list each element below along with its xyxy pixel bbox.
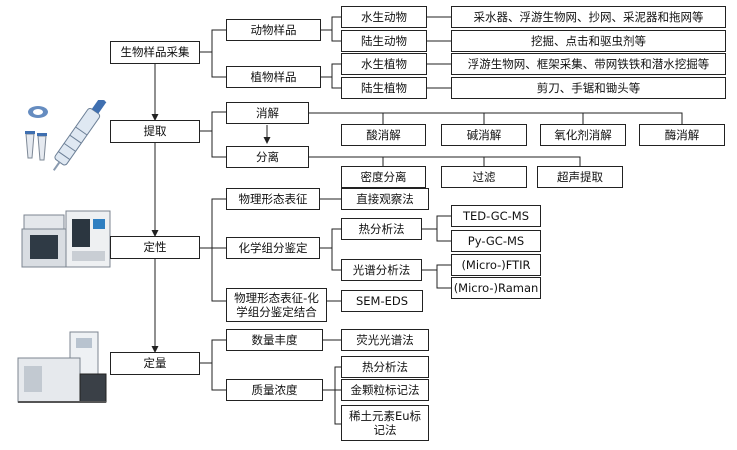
combined-characterization-box: 物理形态表征-化学组分鉴定结合: [226, 288, 327, 322]
extraction-box: 提取: [110, 120, 200, 143]
alkali-digestion-box: 碱消解: [441, 124, 527, 146]
qualitative-label: 定性: [143, 240, 167, 255]
density-separation-box: 密度分离: [341, 166, 426, 188]
fluorescence-spectroscopy-box: 荧光光谱法: [341, 329, 429, 351]
animal-sample-label: 动物样品: [250, 22, 297, 37]
sem-eds-box: SEM-EDS: [341, 290, 423, 312]
py-gc-ms-label: Py-GC-MS: [467, 233, 525, 248]
micro-ftir-box: (Micro-)FTIR: [451, 254, 541, 276]
quantitative-box: 定量: [110, 352, 200, 375]
fluorescence-spectroscopy-label: 荧光光谱法: [356, 332, 414, 347]
thermal-analysis-box: 热分析法: [341, 218, 422, 240]
terrestrial-plant-methods-label: 剪刀、手锯和锄头等: [536, 80, 641, 95]
ted-gc-ms-label: TED-GC-MS: [462, 208, 530, 223]
terrestrial-plant-box: 陆生植物: [341, 77, 427, 99]
terrestrial-animal-methods-label: 挖掘、点击和驱虫剂等: [531, 33, 646, 48]
aquatic-animal-label: 水生动物: [361, 9, 407, 24]
aquatic-plant-methods-label: 浮游生物网、框架采集、带网铁铁和潜水挖掘等: [467, 56, 710, 71]
separation-box: 分离: [226, 146, 309, 168]
terrestrial-animal-label: 陆生动物: [361, 33, 407, 48]
aquatic-plant-methods-box: 浮游生物网、框架采集、带网铁铁和潜水挖掘等: [451, 53, 726, 75]
combined-characterization-label: 物理形态表征-化学组分鉴定结合: [234, 290, 319, 319]
terrestrial-animal-methods-box: 挖掘、点击和驱虫剂等: [451, 30, 726, 52]
chemical-identification-box: 化学组分鉴定: [226, 237, 320, 259]
spectral-analysis-box: 光谱分析法: [341, 259, 422, 281]
mass-concentration-label: 质量浓度: [251, 382, 298, 397]
aquatic-plant-box: 水生植物: [341, 53, 427, 75]
micro-raman-box: (Micro-)Raman: [451, 277, 541, 299]
aquatic-animal-methods-box: 采水器、浮游生物网、抄网、采泥器和拖网等: [451, 6, 726, 28]
number-abundance-label: 数量丰度: [251, 332, 298, 347]
enzyme-digestion-label: 酶消解: [664, 127, 700, 142]
direct-observation-box: 直接观察法: [341, 188, 429, 210]
spectral-analysis-label: 光谱分析法: [352, 262, 411, 277]
eu-labeling-box: 稀土元素Eu标记法: [341, 405, 429, 441]
physical-morphology-box: 物理形态表征: [226, 188, 320, 210]
terrestrial-plant-methods-box: 剪刀、手锯和锄头等: [451, 77, 726, 99]
aquatic-animal-methods-label: 采水器、浮游生物网、抄网、采泥器和拖网等: [473, 9, 704, 24]
digestion-label: 消解: [256, 105, 279, 120]
sem-eds-label: SEM-EDS: [355, 293, 409, 308]
aquatic-plant-label: 水生植物: [361, 56, 407, 71]
filtration-label: 过滤: [472, 169, 496, 184]
enzyme-digestion-box: 酶消解: [639, 124, 725, 146]
terrestrial-plant-label: 陆生植物: [361, 80, 407, 95]
quantitative-label: 定量: [143, 356, 167, 371]
mass-concentration-box: 质量浓度: [226, 379, 323, 401]
ultrasonic-extraction-box: 超声提取: [537, 166, 623, 188]
qualitative-box: 定性: [110, 236, 200, 259]
micro-raman-label: (Micro-)Raman: [453, 280, 539, 295]
thermal-analysis-quant-label: 热分析法: [362, 359, 408, 374]
gold-particle-labeling-label: 金颗粒标记法: [350, 382, 420, 397]
chemical-identification-label: 化学组分鉴定: [238, 240, 308, 255]
syringe-filter-icon: [25, 100, 108, 171]
filtration-box: 过滤: [441, 166, 527, 188]
physical-morphology-label: 物理形态表征: [238, 191, 308, 206]
ultrasonic-extraction-label: 超声提取: [557, 169, 603, 184]
sampling-box: 生物样品采集: [110, 41, 200, 64]
py-gc-ms-box: Py-GC-MS: [451, 230, 541, 252]
oxidant-digestion-box: 氧化剂消解: [540, 124, 626, 146]
separation-label: 分离: [256, 149, 279, 164]
acid-digestion-box: 酸消解: [341, 124, 426, 146]
terrestrial-animal-box: 陆生动物: [341, 30, 427, 52]
aquatic-animal-box: 水生动物: [341, 6, 427, 28]
plant-sample-box: 植物样品: [226, 66, 321, 88]
gc-instrument-icon: [21, 210, 111, 268]
digestion-box: 消解: [226, 102, 309, 124]
extraction-label: 提取: [143, 124, 167, 139]
thermal-analysis-quant-box: 热分析法: [341, 356, 429, 378]
animal-sample-box: 动物样品: [226, 19, 321, 41]
density-separation-label: 密度分离: [360, 169, 407, 184]
acid-digestion-label: 酸消解: [366, 127, 401, 142]
sampling-label: 生物样品采集: [120, 45, 190, 60]
gold-particle-labeling-box: 金颗粒标记法: [341, 379, 429, 401]
thermal-analysis-label: 热分析法: [358, 221, 405, 236]
eu-labeling-label: 稀土元素Eu标记法: [348, 408, 422, 437]
micro-ftir-label: (Micro-)FTIR: [461, 257, 531, 272]
plant-sample-label: 植物样品: [250, 69, 297, 84]
analyzer-instrument-icon: [17, 331, 107, 403]
direct-observation-label: 直接观察法: [356, 191, 414, 206]
ted-gc-ms-box: TED-GC-MS: [451, 205, 541, 227]
alkali-digestion-label: 碱消解: [466, 127, 502, 142]
number-abundance-box: 数量丰度: [226, 329, 323, 351]
oxidant-digestion-label: 氧化剂消解: [554, 127, 612, 142]
